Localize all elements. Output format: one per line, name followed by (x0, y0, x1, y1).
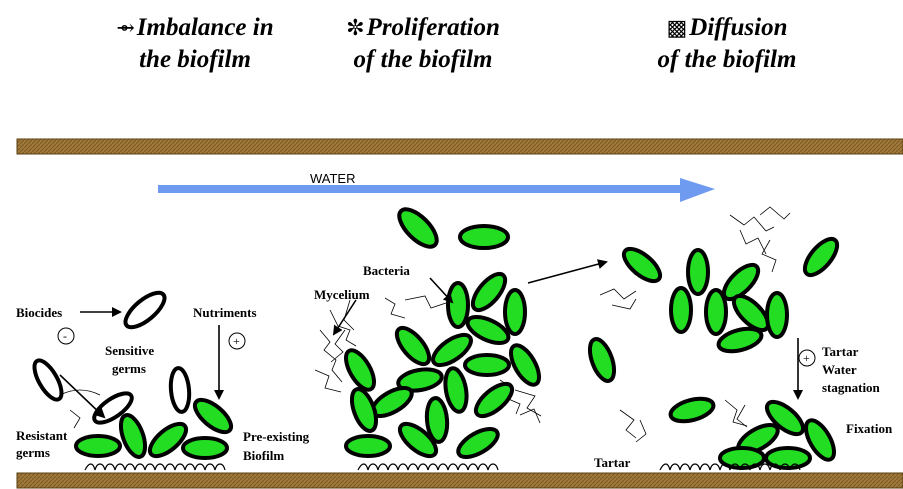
nutriments-label: Nutriments (193, 305, 257, 320)
bacteria-label: Bacteria (363, 263, 410, 278)
fixation-label: Fixation (846, 421, 893, 436)
tartar-water-label-2: Water (822, 362, 857, 377)
tartar-label: Tartar (594, 455, 631, 470)
tartar-deposits (85, 464, 800, 470)
tartar-water-label-1: Tartar (822, 344, 859, 359)
water-flow-arrow (158, 178, 715, 202)
preexisting-biofilm-label-2: Biofilm (243, 448, 284, 463)
resistant-germs-label-1: Resistant (16, 428, 68, 443)
bacteria-group (76, 203, 843, 468)
tartar-water-label-3: stagnation (822, 380, 881, 395)
preexisting-biofilm-label-1: Pre-existing (243, 429, 310, 444)
sensitive-germs-label-2: germs (112, 361, 146, 376)
biocides-label: Biocides (16, 305, 62, 320)
water-label: WATER (310, 171, 356, 186)
mycelium-label: Mycelium (314, 287, 370, 302)
plus-sign: + (233, 334, 240, 348)
pipe-bottom-wall (17, 473, 903, 488)
minus-sign: - (63, 329, 67, 343)
resistant-germs-label-2: germs (16, 445, 50, 460)
sensitive-germs-label-1: Sensitive (105, 343, 154, 358)
pipe-top-wall (17, 139, 903, 154)
plus-sign-2: + (803, 351, 810, 365)
